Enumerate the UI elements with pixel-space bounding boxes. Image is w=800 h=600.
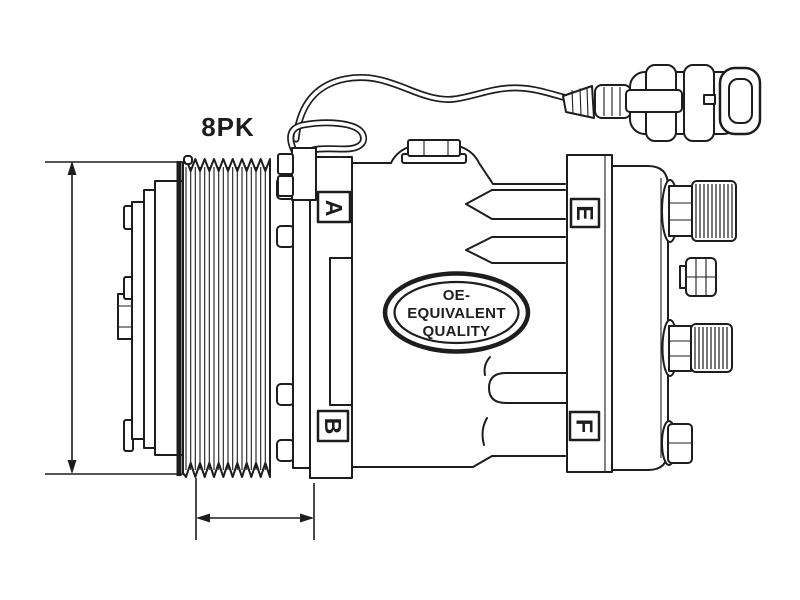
connector-boot-ribs [603, 87, 621, 116]
port-label-box-f [568, 410, 601, 442]
contour-tick-2 [481, 417, 488, 446]
port-label-f: F [572, 419, 598, 433]
coil-terminal-spade-2 [277, 175, 294, 197]
mid-fitting-facets [686, 259, 716, 295]
clutch-hub-protrusion [117, 293, 134, 340]
badge-text-line3: QUALITY [423, 323, 491, 340]
body-bottom-edge [351, 455, 566, 468]
coil-terminal-spade-1 [277, 153, 294, 175]
clutch-plate-2 [143, 189, 156, 449]
coil-bolt-3 [276, 383, 295, 406]
port-label-a: A [321, 200, 347, 217]
vertical-dim-arrow-top [67, 161, 77, 175]
vertical-dim-arrow-bottom [67, 460, 77, 474]
dimension-annotations [45, 161, 315, 540]
badge-outer-ring [382, 271, 531, 354]
port-label-box-a [316, 190, 352, 224]
casting-slot [488, 372, 568, 404]
pulley-outline [182, 158, 271, 478]
port-top-hex [668, 185, 693, 237]
port-label-box-e [569, 197, 601, 229]
pulley-flange-shadow [176, 161, 182, 476]
coil-bolt-4 [276, 439, 295, 462]
port-label-box-b [316, 409, 350, 443]
pulley-rib-lines [185, 167, 266, 470]
belt-type-label: 8PK [201, 112, 255, 142]
coil-housing [276, 177, 311, 469]
badge-inner-ring [393, 280, 520, 345]
front-bracket-section: A B [277, 147, 353, 479]
port-top-threads [691, 180, 737, 242]
badge-text-line2: EQUIVALENT [407, 305, 506, 322]
connector-latch [625, 89, 683, 113]
port-label-e: E [572, 205, 598, 220]
rear-head [611, 165, 669, 471]
top-plug-facets [423, 141, 449, 155]
port-label-b: B [320, 418, 346, 435]
port-top-hex-facets [669, 202, 692, 221]
connector-ferrule [562, 85, 595, 119]
rear-port-labels: E F [568, 197, 601, 442]
port-top-thread-lines [695, 184, 733, 238]
electrical-connector [562, 64, 762, 142]
front-bracket [309, 156, 353, 479]
horizontal-dim-arrow-left [196, 513, 210, 523]
port-bottom-hex-facets [669, 340, 691, 357]
coil-bolt-2 [276, 225, 295, 248]
wire-run-inner [294, 75, 568, 141]
badge-text-line1: OE- [443, 287, 471, 304]
clutch-assembly [117, 180, 184, 456]
horizontal-dim-arrow-right [300, 513, 314, 523]
top-plug-nut [407, 139, 461, 157]
coil-strip [292, 177, 311, 469]
connector-socket-opening [728, 78, 753, 124]
casting-passage-2 [465, 236, 566, 264]
rear-section [566, 154, 737, 473]
clutch-hub-lines [118, 305, 133, 328]
contour-tick-1 [483, 356, 491, 376]
clutch-plate-3 [131, 201, 145, 440]
casting-passage-1 [465, 189, 566, 220]
coil-terminal-block [291, 147, 317, 201]
port-bottom-thread-lines [694, 327, 728, 369]
oe-quality-badge: OE- EQUIVALENT QUALITY [382, 271, 531, 354]
connector-ferrule-ribs [571, 87, 589, 117]
pulley-8pk [176, 155, 271, 478]
connector-lock-hole [703, 94, 716, 105]
port-bottom-hex [668, 325, 692, 372]
compressor-body [351, 139, 568, 468]
